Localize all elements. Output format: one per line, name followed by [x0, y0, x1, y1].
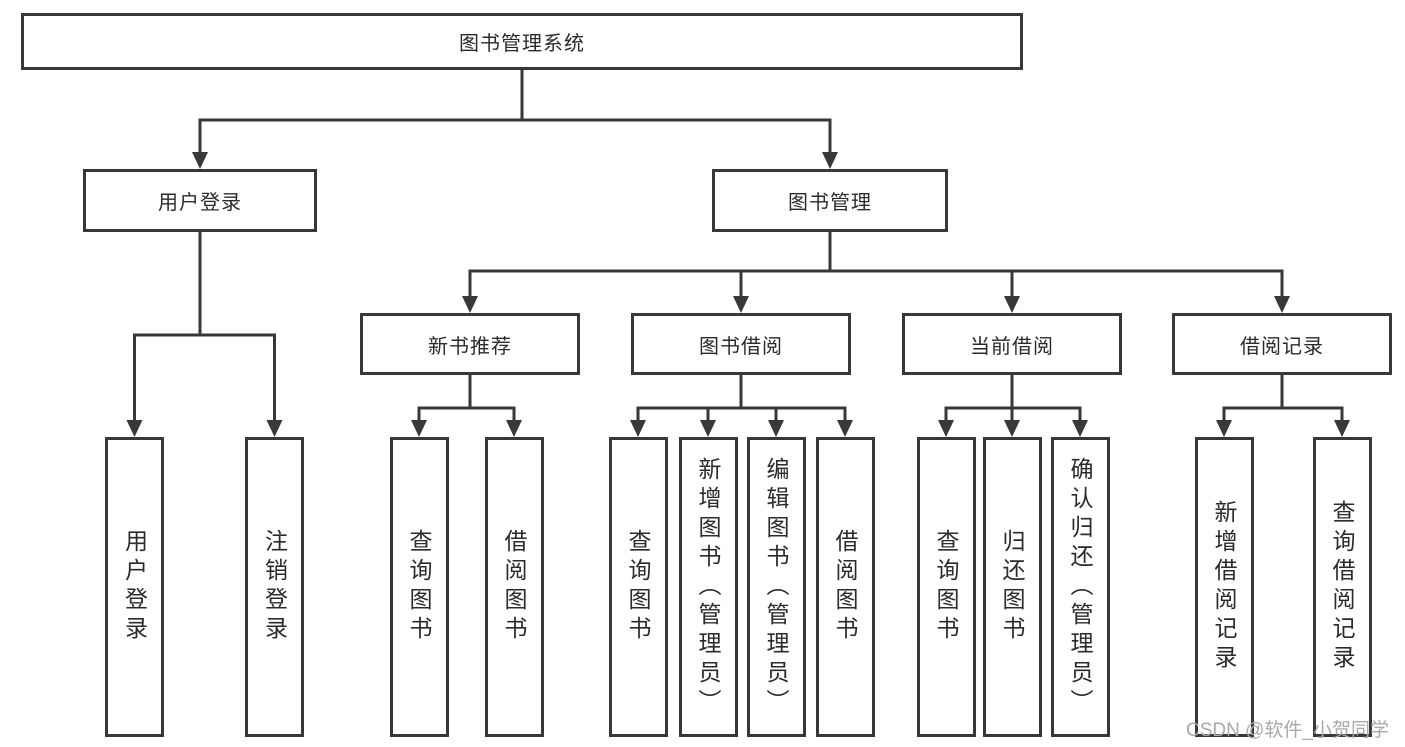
arrowhead: [1274, 296, 1290, 313]
edge-root-to-level2: [192, 70, 838, 169]
node-current-borrow: 当前借阅: [902, 313, 1122, 375]
edge-current-borrow-to-children: [938, 375, 1088, 437]
arrowhead: [1072, 420, 1088, 437]
arrowhead: [768, 420, 784, 437]
node-root: 图书管理系统: [21, 13, 1023, 70]
edge-user-login-to-children: [126, 232, 283, 437]
node-bb-borrow-books: 借阅图书: [815, 437, 875, 737]
watermark: CSDN @软件_小贺同学: [1186, 720, 1389, 741]
node-new-book-recommend: 新书推荐: [360, 313, 580, 375]
edge-book-management-to-level3: [462, 232, 1290, 313]
arrowhead: [1004, 296, 1020, 313]
node-bb-add-books-admin: 新增图书（管理员）: [678, 437, 738, 737]
node-recommend-query-books: 查询图书: [389, 437, 449, 737]
arrowhead: [822, 152, 838, 169]
edge-borrow-record-to-children: [1216, 375, 1350, 437]
node-login: 用户登录: [105, 437, 164, 737]
node-user-login-group: 用户登录: [83, 169, 317, 232]
node-bb-query-books: 查询图书: [608, 437, 668, 737]
arrowhead: [630, 420, 646, 437]
arrowhead: [411, 420, 427, 437]
node-logout: 注销登录: [245, 437, 304, 737]
node-br-query-record: 查询借阅记录: [1312, 437, 1372, 737]
node-cb-return-books: 归还图书: [982, 437, 1042, 737]
arrowhead: [462, 296, 478, 313]
node-book-management: 图书管理: [712, 169, 948, 232]
node-cb-confirm-return-admin: 确认归还（管理员）: [1050, 437, 1110, 737]
arrowhead: [126, 420, 143, 437]
arrowhead: [700, 420, 716, 437]
node-cb-query-books: 查询图书: [916, 437, 976, 737]
arrowhead: [506, 420, 522, 437]
arrowhead: [938, 420, 954, 437]
edge-new-book-recommend-to-children: [411, 375, 522, 437]
arrowhead: [266, 420, 283, 437]
arrowhead: [1334, 420, 1350, 437]
arrowhead: [837, 420, 853, 437]
node-bb-edit-books-admin: 编辑图书（管理员）: [746, 437, 806, 737]
arrowhead: [1216, 420, 1232, 437]
node-borrow-record: 借阅记录: [1172, 313, 1392, 375]
node-book-borrow: 图书借阅: [631, 313, 851, 375]
node-recommend-borrow-books: 借阅图书: [484, 437, 544, 737]
arrowhead: [192, 152, 208, 169]
node-br-add-record: 新增借阅记录: [1194, 437, 1254, 737]
arrowhead: [1004, 420, 1020, 437]
edge-book-borrow-to-children: [630, 375, 853, 437]
arrowhead: [733, 296, 749, 313]
